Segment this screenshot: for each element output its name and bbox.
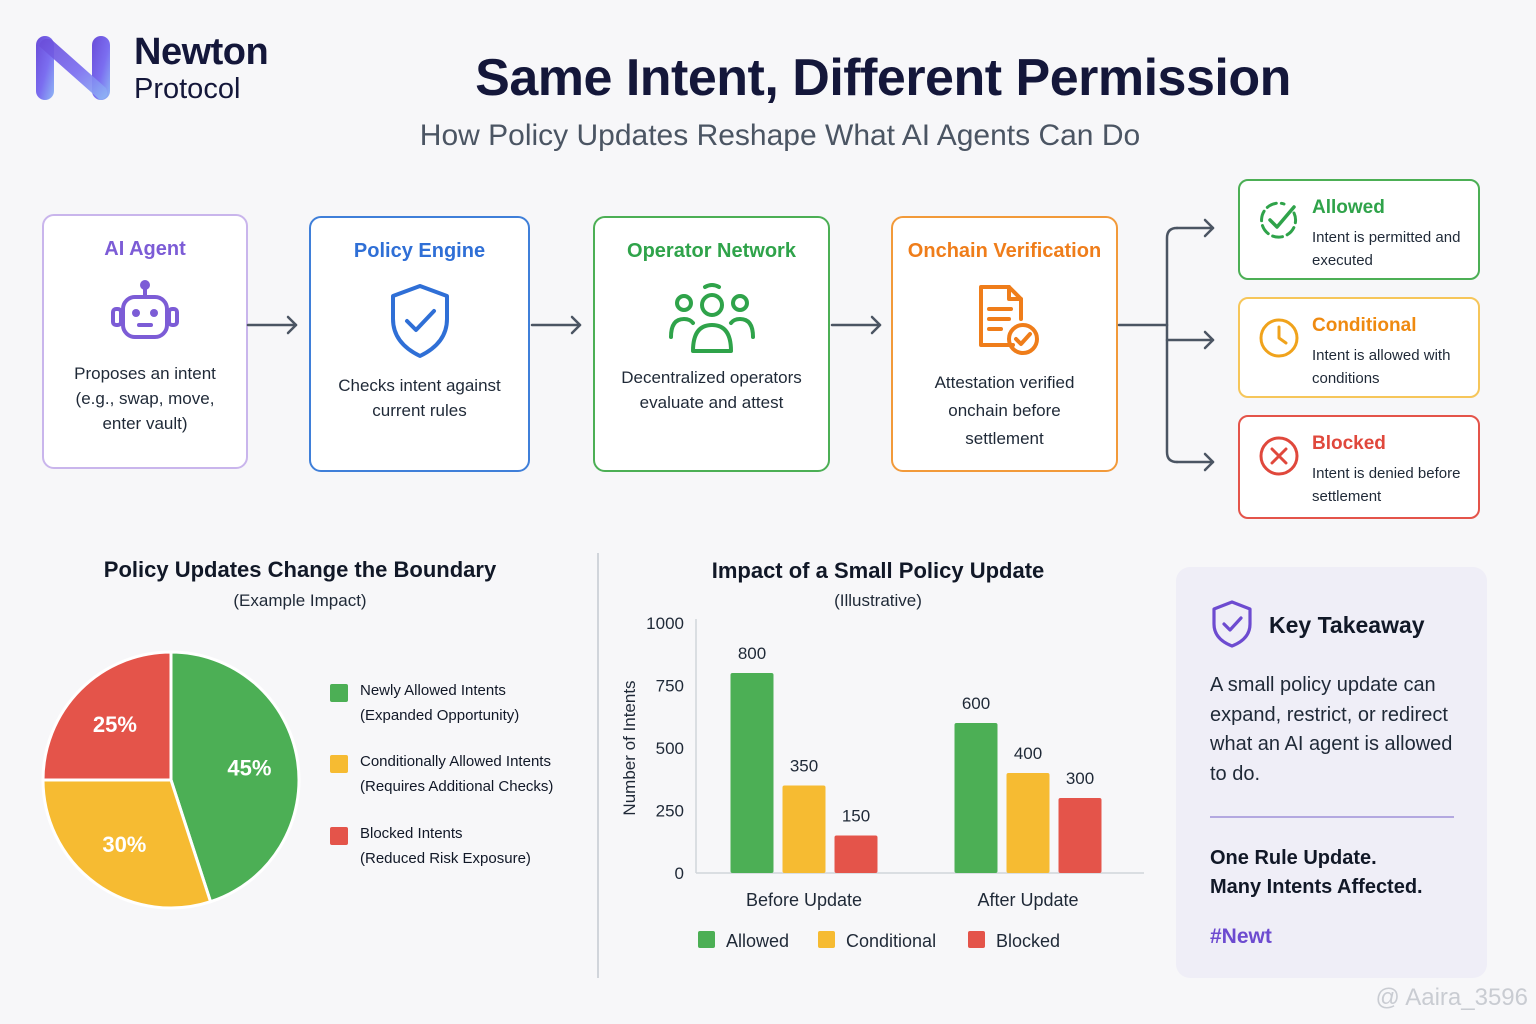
- flow-box-onchain-verification: Onchain Verification Attestation verifie…: [891, 216, 1118, 472]
- pie-slice-label: 30%: [102, 832, 146, 857]
- flow-desc: Proposes an intent (e.g., swap, move, en…: [74, 364, 216, 433]
- bar-value-label: 800: [738, 644, 766, 663]
- outcome-title: Allowed: [1312, 197, 1385, 218]
- flow-desc: Decentralized operators evaluate and att…: [621, 368, 802, 412]
- brand-name: Newton: [134, 30, 269, 73]
- pie-slice-label: 25%: [93, 712, 137, 737]
- pie-slice: [41, 778, 213, 910]
- bar: [1006, 773, 1050, 873]
- legend-label: Conditional: [846, 931, 936, 951]
- legend-label: Allowed: [726, 931, 789, 951]
- page-title: Same Intent, Different Permission: [475, 49, 1291, 107]
- shield-check-icon: [390, 284, 449, 358]
- clock-icon: [1259, 318, 1299, 358]
- document-check-icon: [978, 285, 1039, 355]
- y-tick-label: 0: [675, 864, 684, 883]
- pie-chart-subtitle: (Example Impact): [233, 591, 367, 610]
- bar-chart-title: Impact of a Small Policy Update: [711, 558, 1045, 583]
- takeaway-body: A small policy update can expand, restri…: [1210, 674, 1453, 785]
- bar-value-label: 350: [790, 757, 818, 776]
- bar-value-label: 150: [842, 807, 870, 826]
- x-circle-icon: [1259, 436, 1299, 476]
- bar-value-label: 300: [1066, 769, 1094, 788]
- takeaway-highlight: One Rule Update. Many Intents Affected.: [1210, 844, 1472, 902]
- pie-chart-title: Policy Updates Change the Boundary: [103, 557, 497, 582]
- y-tick-label: 750: [656, 677, 684, 696]
- outcome-title: Blocked: [1312, 433, 1386, 454]
- brand-sub: Protocol: [134, 72, 241, 105]
- pie-slice: [41, 650, 173, 782]
- legend-note: (Requires Additional Checks): [360, 778, 554, 795]
- takeaway-title: Key Takeaway: [1269, 612, 1425, 638]
- newton-logo: Newton Protocol: [34, 30, 269, 105]
- page-subtitle: How Policy Updates Reshape What AI Agent…: [419, 119, 1141, 152]
- legend-swatch: [968, 931, 985, 948]
- legend-swatch: [330, 827, 348, 845]
- section-divider: [597, 553, 599, 978]
- y-tick-label: 500: [656, 739, 684, 758]
- flow-title: Onchain Verification: [907, 240, 1102, 262]
- bar-value-label: 600: [962, 694, 990, 713]
- y-tick-label: 250: [656, 802, 684, 821]
- people-icon: [668, 283, 755, 353]
- x-tick-label: Before Update: [746, 890, 862, 910]
- pie-chart: 45% 30% 25%: [41, 650, 301, 910]
- bar-value-label: 400: [1014, 744, 1042, 763]
- arrow-operator-to-onchain: [830, 315, 882, 335]
- arrow-agent-to-policy: [246, 315, 298, 335]
- legend-label: Conditionally Allowed Intents: [360, 753, 551, 770]
- flow-desc: Attestation verified onchain before sett…: [934, 373, 1075, 448]
- bar: [954, 723, 998, 873]
- outcome-conditional: Conditional Intent is allowed with condi…: [1238, 297, 1480, 398]
- pie-slice-label: 45%: [227, 756, 271, 781]
- legend-note: (Expanded Opportunity): [360, 707, 520, 724]
- outcome-allowed: Allowed Intent is permitted and executed: [1238, 179, 1480, 280]
- bar: [1058, 798, 1102, 873]
- arrow-policy-to-operator: [530, 315, 582, 335]
- bar: [834, 835, 878, 873]
- key-takeaway-card: Key Takeaway A small policy update can e…: [1176, 567, 1487, 978]
- bar: [730, 673, 774, 873]
- legend-note: (Reduced Risk Exposure): [360, 850, 531, 867]
- flow-box-ai-agent: AI Agent Proposes an intent (e.g., swap,…: [42, 214, 248, 469]
- robot-icon: [111, 280, 179, 339]
- legend-label: Blocked: [996, 931, 1060, 951]
- legend-swatch: [698, 931, 715, 948]
- check-icon: [1260, 201, 1298, 239]
- flow-title: AI Agent: [104, 238, 186, 260]
- legend-swatch: [330, 684, 348, 702]
- outcome-blocked: Blocked Intent is denied before settleme…: [1238, 415, 1480, 519]
- takeaway-highlight-line: One Rule Update.: [1210, 847, 1377, 869]
- shield-check-icon: [1212, 600, 1252, 648]
- outcome-desc: Intent is permitted and executed: [1312, 229, 1461, 269]
- watermark: @ Aaira_3596: [1375, 984, 1528, 1011]
- pie-slice: [169, 650, 301, 904]
- flow-box-policy-engine: Policy Engine Checks intent against curr…: [309, 216, 530, 472]
- y-tick-label: 1000: [646, 614, 684, 633]
- branch-arrows: [1117, 218, 1215, 472]
- takeaway-divider: [1210, 816, 1454, 818]
- flow-title: Operator Network: [627, 240, 796, 262]
- bar: [782, 785, 826, 873]
- legend-swatch: [330, 755, 348, 773]
- outcome-title: Conditional: [1312, 315, 1417, 336]
- bar-chart-subtitle: (Illustrative): [834, 591, 922, 610]
- y-axis-label: Number of Intents: [620, 680, 639, 815]
- takeaway-highlight-line: Many Intents Affected.: [1210, 876, 1423, 898]
- flow-desc: Checks intent against current rules: [338, 376, 501, 420]
- flow-box-operator-network: Operator Network Decentralized operators…: [593, 216, 830, 472]
- legend-label: Blocked Intents: [360, 825, 463, 842]
- outcome-desc: Intent is denied before settlement: [1312, 465, 1461, 505]
- legend-swatch: [818, 931, 835, 948]
- x-tick-label: After Update: [977, 890, 1078, 910]
- flow-title: Policy Engine: [353, 240, 486, 262]
- legend-label: Newly Allowed Intents: [360, 682, 506, 699]
- newton-logo-icon: [36, 36, 110, 100]
- hashtag: #Newt: [1210, 925, 1272, 948]
- outcome-desc: Intent is allowed with conditions: [1312, 347, 1451, 387]
